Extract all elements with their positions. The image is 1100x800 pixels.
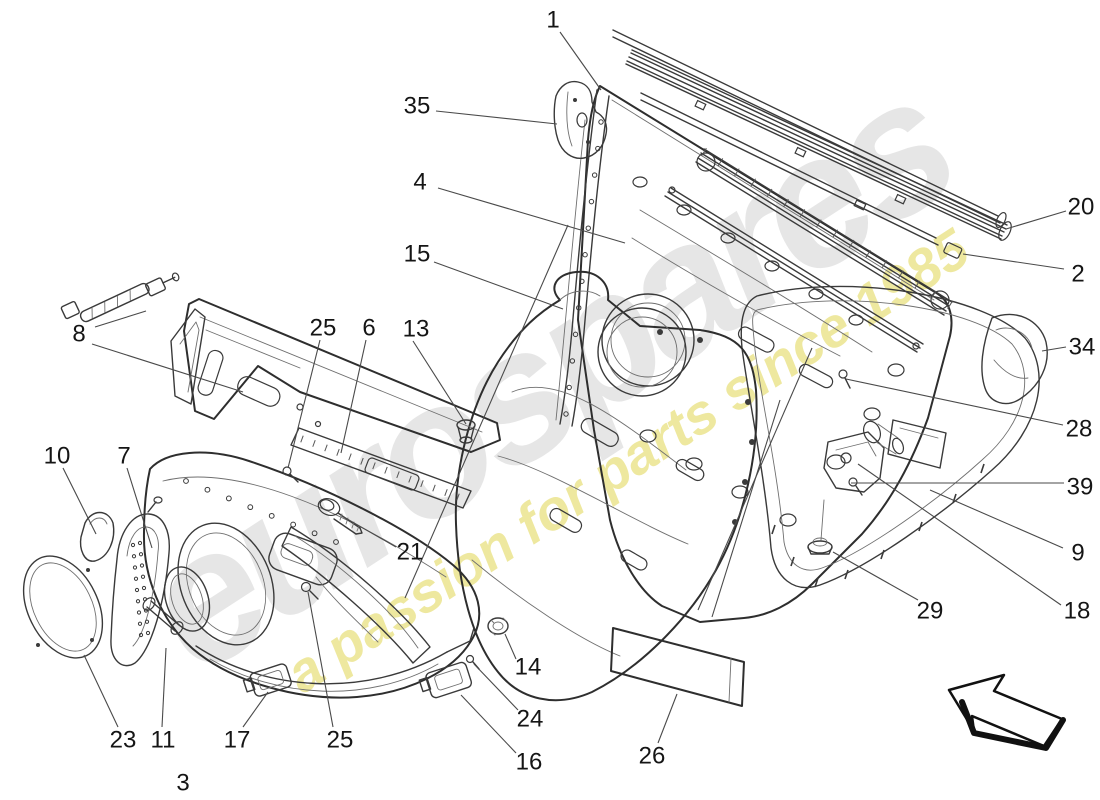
leader-line-7: [126, 467, 153, 549]
latch-bracket: [823, 369, 885, 496]
part-number-25: 25: [327, 727, 354, 754]
part-number-9: 9: [1071, 540, 1084, 567]
window-regulator-rails: [664, 148, 953, 353]
switch-16: [418, 661, 473, 699]
part-number-34: 34: [1069, 334, 1096, 361]
glass-run-channel: [559, 89, 598, 425]
leader-line-13: [412, 340, 467, 425]
leader-line-34: [1041, 346, 1067, 352]
leader-line-29: [832, 551, 919, 601]
trim-cap-10: [79, 511, 115, 562]
part-number-29: 29: [917, 598, 944, 625]
part-number-16: 16: [516, 749, 543, 776]
clip-13: [456, 419, 476, 444]
part-number-28: 28: [1066, 416, 1093, 443]
leader-line-8: [94, 310, 147, 328]
part-number-21: 21: [397, 539, 424, 566]
leader-line-25: [307, 591, 334, 728]
part-number-17: 17: [224, 727, 251, 754]
armrest-module: [142, 451, 481, 699]
part-number-7: 7: [117, 443, 130, 470]
generated-decor: [130, 119, 985, 638]
part-number-39: 39: [1067, 474, 1094, 501]
leader-line-15: [433, 261, 564, 310]
leader-line-14: [504, 633, 517, 660]
leader-line-20: [1005, 210, 1067, 230]
part-number-24: 24: [517, 706, 544, 733]
bolt-21: [317, 497, 363, 535]
leader-line-4: [437, 187, 626, 244]
corner-trim-34: [981, 313, 1048, 405]
leader-line-16: [460, 694, 517, 754]
application-line: [711, 399, 781, 618]
window-frame-trim: [170, 308, 206, 405]
leader-line-28: [845, 378, 1064, 426]
switch-17: [242, 663, 292, 697]
handle-recess: [268, 532, 338, 586]
watermark-brand-text: eurospares: [107, 39, 988, 712]
leader-line-21: [341, 515, 397, 548]
label-card-26: [610, 627, 745, 707]
part-number-25: 25: [310, 315, 337, 342]
leader-line-35: [435, 110, 558, 125]
armrest-switch-strip: [290, 427, 472, 509]
part-number-13: 13: [403, 316, 430, 343]
belt-seal-end-clip: [943, 242, 963, 259]
screw-28: [838, 369, 848, 379]
leader-line-11: [161, 647, 167, 728]
screw-25-upper: [282, 466, 299, 483]
part-number-35: 35: [404, 93, 431, 120]
leader-line-2: [962, 253, 1065, 270]
part-number-2: 2: [1071, 261, 1084, 288]
grommet-14: [487, 617, 509, 636]
weatherstrip-loop: [740, 285, 1040, 589]
pull-handle-bar: [281, 526, 431, 664]
screw-25-lower: [300, 581, 319, 600]
mirror-flag-bracket-35: [553, 80, 608, 159]
direction-arrow: [947, 673, 1066, 751]
leader-line-8: [91, 343, 244, 393]
leader-line-18: [857, 463, 1062, 606]
part-number-15: 15: [404, 241, 431, 268]
panel-holes: [632, 176, 905, 527]
part-number-3: 3: [176, 770, 189, 797]
part-number-labels: 1 35 4 15 8 25 6 13 10 7 21 23 11 17 25 3 14 24 16 26 20 2 34 2…: [44, 7, 1096, 797]
check-strap-roller: [862, 419, 947, 469]
leader-line-26: [657, 693, 678, 744]
part-number-20: 20: [1068, 194, 1095, 221]
leader-line-1: [559, 31, 602, 91]
pull-strap-8: [60, 272, 180, 323]
part-number-10: 10: [44, 443, 71, 470]
leader-line-17: [242, 691, 269, 728]
bezel-ring: [163, 566, 211, 632]
leader-line-25: [287, 339, 321, 469]
part-number-8: 8: [72, 321, 85, 348]
speaker-hole-carrier: [597, 307, 687, 397]
right-door-inner-panel-drawing: [553, 29, 1048, 623]
leader-line-6: [340, 339, 367, 454]
part-number-11: 11: [151, 727, 176, 754]
grommet-29: [807, 499, 833, 555]
part-number-6: 6: [362, 315, 375, 342]
part-number-14: 14: [515, 654, 542, 681]
application-lines: [404, 224, 813, 618]
door-pull-cup: [177, 522, 275, 646]
tweeter-cover-oval-23: [22, 555, 104, 659]
leader-line-9: [929, 489, 1064, 549]
handle-escutcheon-11: [110, 496, 170, 667]
belt-seal-strips: [612, 29, 1012, 259]
part-number-18: 18: [1064, 598, 1091, 625]
upper-trim-band: [170, 298, 501, 453]
leader-line-24: [473, 663, 519, 711]
application-line: [404, 224, 569, 599]
part-number-26: 26: [639, 743, 666, 770]
part-number-1: 1: [546, 7, 559, 34]
leader-line-23: [83, 654, 119, 728]
leader-line-10: [62, 467, 97, 535]
part-number-23: 23: [110, 727, 137, 754]
left-door-trim-drawing: [22, 272, 509, 699]
part-number-4: 4: [413, 169, 426, 196]
